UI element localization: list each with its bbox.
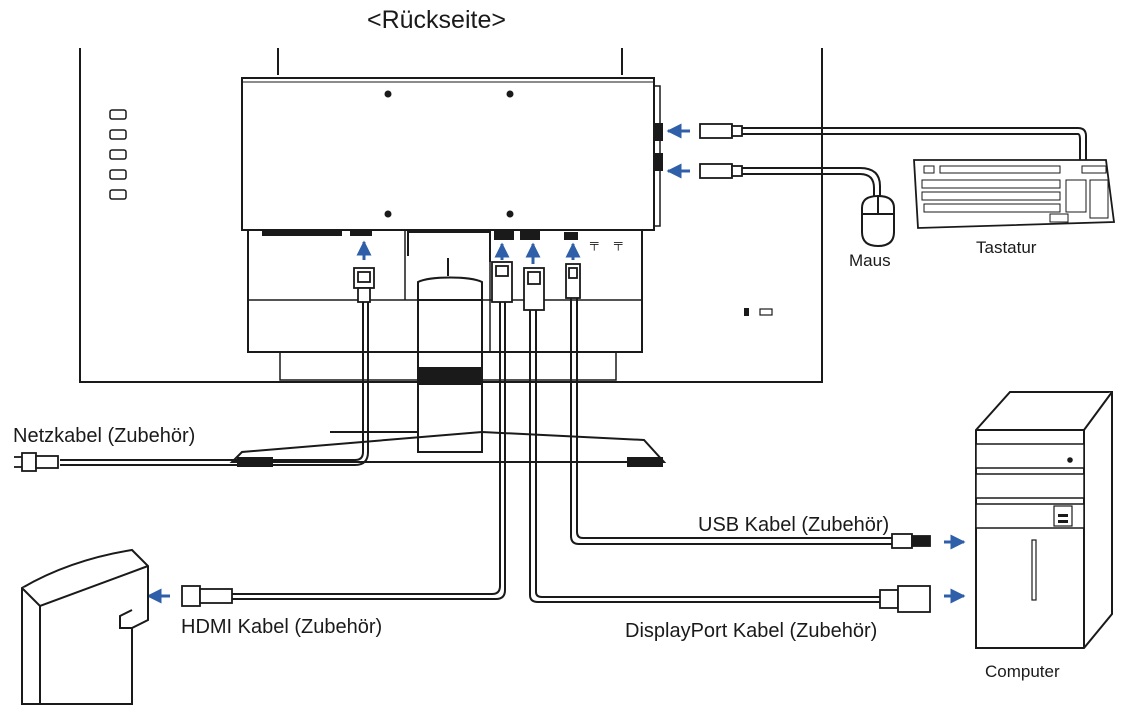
svg-text:╤: ╤ bbox=[589, 236, 599, 251]
usb-plug-computer bbox=[891, 533, 913, 549]
external-display-icon bbox=[21, 548, 149, 705]
hdmi-cable-line bbox=[232, 300, 501, 595]
plugs bbox=[14, 123, 931, 613]
monitor-rear-view: ╤ ╤ bbox=[79, 48, 823, 383]
usb-port-lower bbox=[655, 153, 663, 171]
svg-text:╤: ╤ bbox=[613, 236, 623, 251]
mouse-icon bbox=[861, 194, 895, 248]
vesa-screws bbox=[384, 90, 514, 218]
back-plate bbox=[241, 77, 655, 231]
usb-cable-line bbox=[570, 298, 892, 545]
usb-port-upper bbox=[655, 123, 663, 141]
keyboard-label: Tastatur bbox=[976, 238, 1037, 257]
displayport-plug-computer bbox=[879, 589, 899, 609]
hdmi-plug-tv bbox=[181, 585, 201, 607]
mouse-label: Maus bbox=[849, 251, 891, 270]
keyboard-cable-line bbox=[740, 127, 1087, 160]
monitor-stand bbox=[229, 231, 667, 467]
displayport-cable-label: DisplayPort Kabel (Zubehör) bbox=[625, 620, 878, 642]
displayport-cable-line bbox=[529, 310, 880, 603]
keyboard-icon bbox=[913, 159, 1116, 229]
diagram-title: <Rückseite> bbox=[367, 6, 506, 34]
monitor-side-buttons bbox=[109, 109, 127, 200]
connection-arrows bbox=[146, 123, 966, 604]
keyboard-usb-plug bbox=[699, 123, 733, 139]
mouse-usb-plug bbox=[699, 163, 733, 179]
hdmi-cable-label: HDMI Kabel (Zubehör) bbox=[181, 616, 383, 638]
computer-label: Computer bbox=[985, 662, 1060, 681]
usb-cable-label: USB Kabel (Zubehör) bbox=[698, 514, 890, 536]
power-cable-label: Netzkabel (Zubehör) bbox=[13, 425, 196, 447]
cables bbox=[60, 127, 1087, 603]
power-cable-line bbox=[60, 268, 364, 461]
computer-tower-icon bbox=[975, 391, 1113, 649]
mouse-cable-line bbox=[740, 167, 881, 198]
power-plug-wall bbox=[21, 452, 37, 472]
